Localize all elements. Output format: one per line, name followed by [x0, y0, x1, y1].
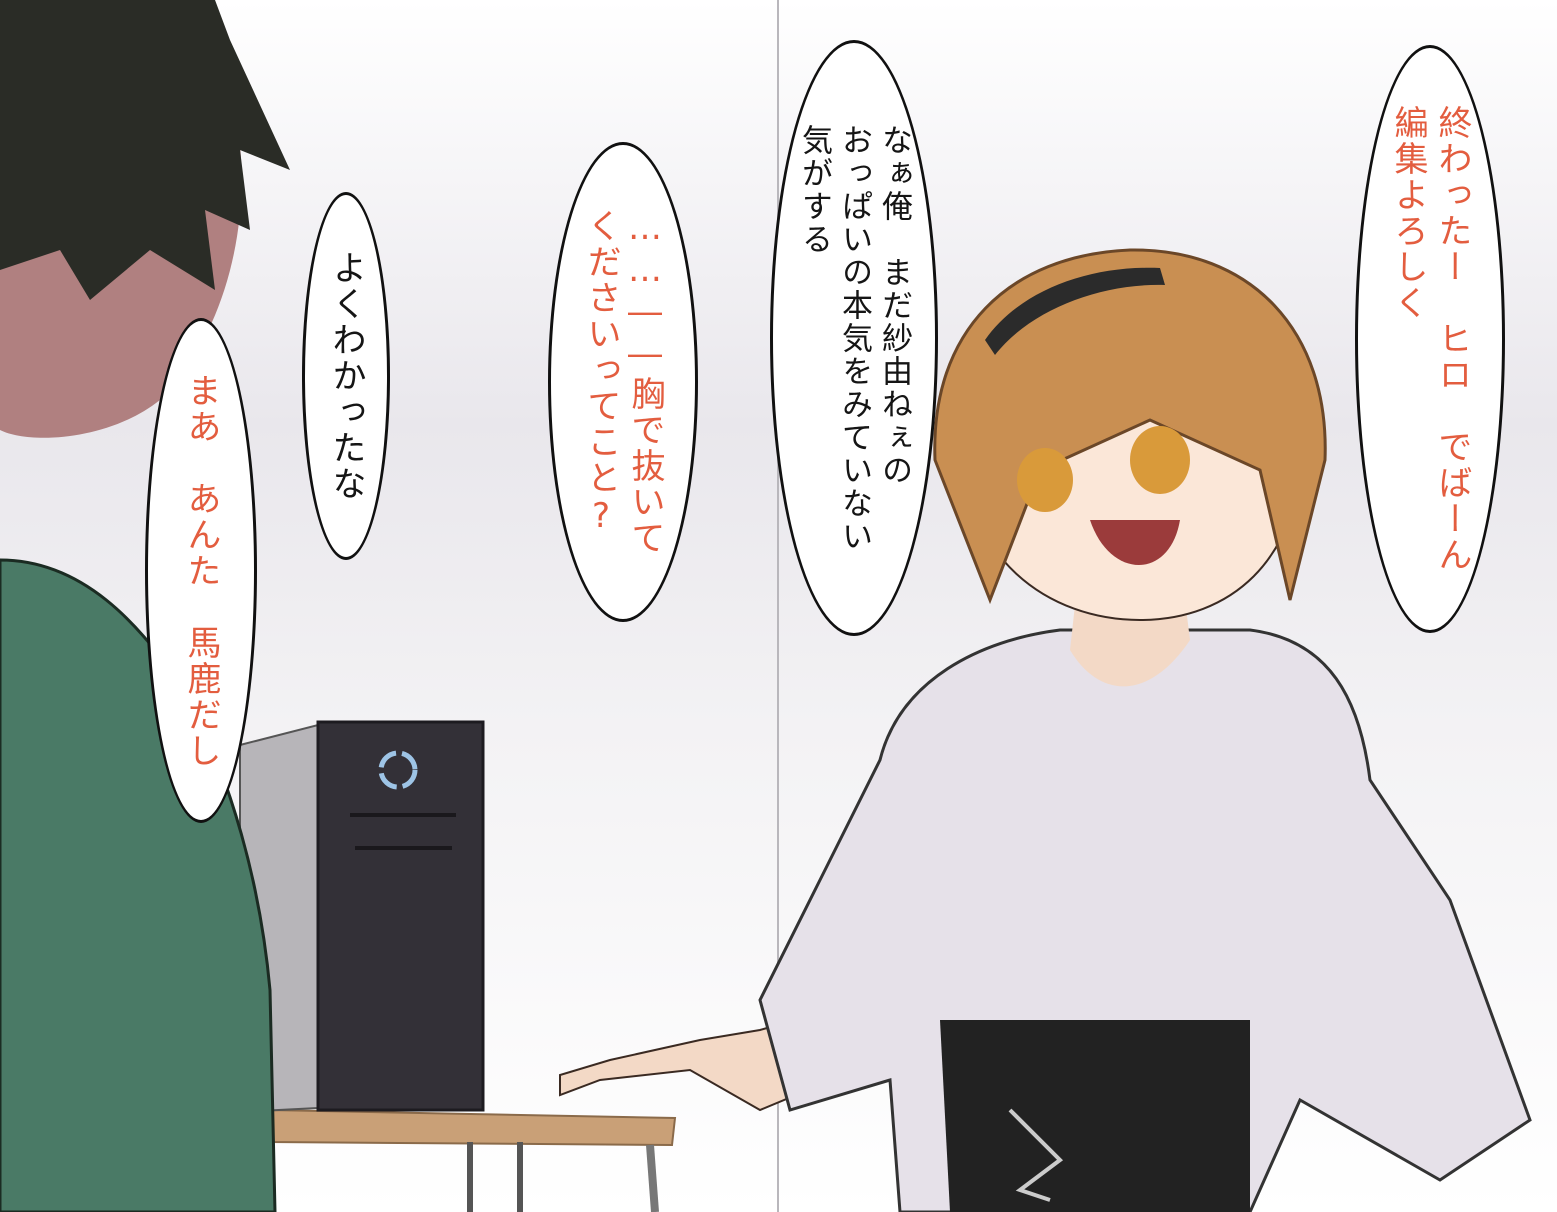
- woman-character: [559, 248, 1532, 1212]
- speech-text-4: よくわかったな: [326, 250, 366, 502]
- pc-tower: [239, 720, 485, 1114]
- man-character: [0, 0, 290, 1212]
- speech-text-1: 終わったー ヒロ でばーん 編集よろしく: [1388, 105, 1472, 573]
- speech-text-5: まあ あんた 馬鹿だし: [181, 372, 221, 769]
- speech-bubble-1: 終わったー ヒロ でばーん 編集よろしく: [1355, 45, 1505, 633]
- desk: [269, 1108, 677, 1212]
- speech-text-2: なぁ俺 まだ紗由ねぇの おっぱいの本気をみていない 気がする: [796, 123, 912, 553]
- speech-bubble-2: なぁ俺 まだ紗由ねぇの おっぱいの本気をみていない 気がする: [770, 40, 938, 636]
- speech-bubble-3: ……――胸で抜いて くださいってこと?: [548, 142, 698, 622]
- panel-divider: [777, 0, 779, 1212]
- power-logo-icon: [378, 750, 418, 790]
- speech-text-3: ……――胸で抜いて くださいってこと?: [581, 208, 665, 556]
- speech-bubble-4: よくわかったな: [302, 192, 390, 560]
- speech-bubble-5: まあ あんた 馬鹿だし: [145, 318, 257, 823]
